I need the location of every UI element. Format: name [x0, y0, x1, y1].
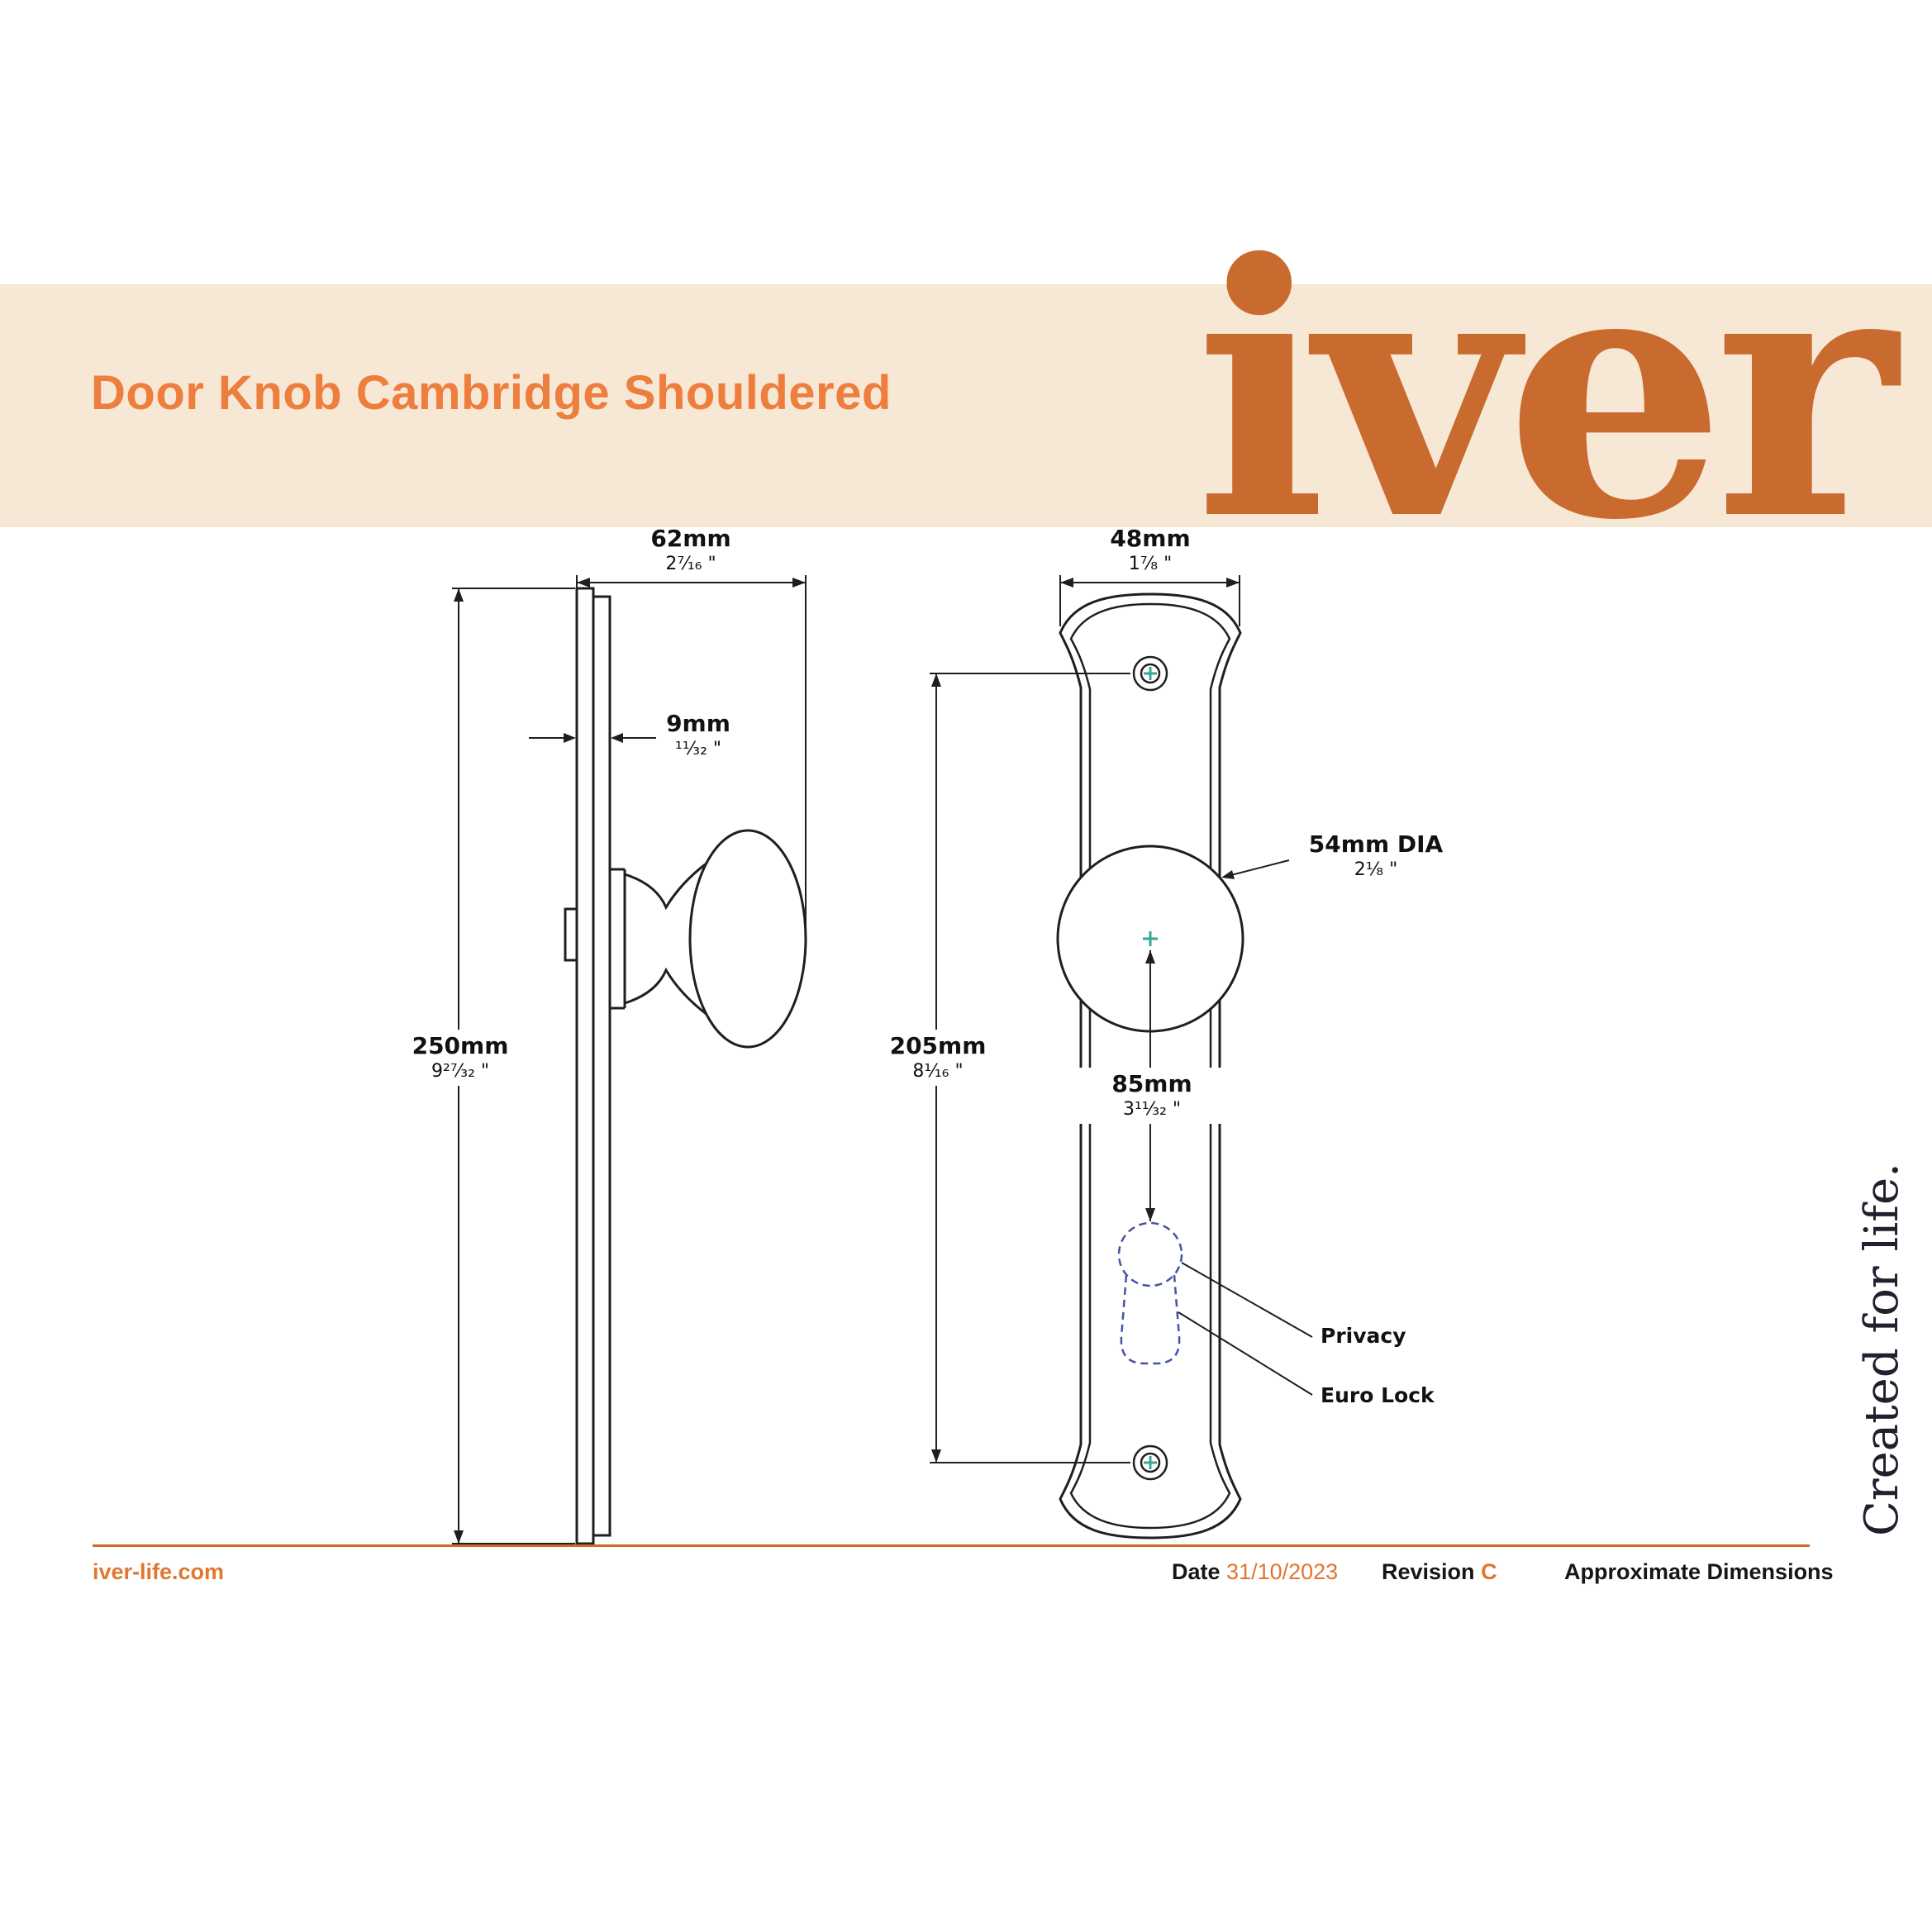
dim-85mm: 85mm 3¹¹⁄₃₂ " [1076, 1068, 1228, 1124]
website-link: iver-life.com [93, 1559, 225, 1584]
side-view-knob [610, 829, 807, 1049]
side-view-backplate [564, 587, 611, 1545]
dim-250mm: 250mm 9²⁷⁄₃₂ " [384, 1030, 536, 1086]
revision-value: C [1481, 1559, 1497, 1584]
header-band [0, 284, 1932, 527]
privacy-label: Privacy [1321, 1324, 1406, 1348]
dim-205mm-imperial: 8¹⁄₁₆ " [912, 1061, 964, 1082]
dim-54mm-metric: 54mm DIA [1308, 830, 1444, 858]
dim-54mm-dia: 54mm DIA 2¹⁄₈ " [1289, 831, 1463, 881]
footer-date: Date 31/10/2023 [1172, 1559, 1338, 1585]
screw-bottom [1132, 1444, 1168, 1481]
dim-9mm: 9mm ¹¹⁄₃₂ " [645, 711, 752, 760]
dim-250mm-metric: 250mm [412, 1032, 509, 1059]
dim-85mm-imperial: 3¹¹⁄₃₂ " [1122, 1099, 1182, 1120]
date-value: 31/10/2023 [1226, 1559, 1339, 1584]
revision-label: Revision [1382, 1559, 1475, 1584]
screw-top [1132, 655, 1168, 692]
dim-9mm-imperial: ¹¹⁄₃₂ " [674, 739, 722, 759]
iver-logo: iver [1194, 189, 1897, 597]
dim-48mm-imperial: 1⁷⁄₈ " [1128, 554, 1173, 574]
keyhole-dashed-outline [1117, 1221, 1183, 1365]
approximate-dimensions-note: Approximate Dimensions [1564, 1559, 1834, 1584]
dim-9mm-metric: 9mm [666, 710, 730, 737]
page-title: Door Knob Cambridge Shouldered [91, 366, 892, 420]
dim-62mm-imperial: 2⁷⁄₁₆ " [665, 554, 716, 574]
date-label: Date [1172, 1559, 1221, 1584]
dim-250mm-imperial: 9²⁷⁄₃₂ " [431, 1061, 490, 1082]
dim-48mm: 48mm 1⁷⁄₈ " [1068, 526, 1233, 575]
dimension-arrowheads [454, 578, 1240, 1544]
tagline-vertical: Created for life. [1855, 1163, 1909, 1536]
footer-rule [93, 1544, 1810, 1547]
footer-revision: Revision C [1382, 1559, 1497, 1585]
front-view-backplate [1059, 592, 1242, 1539]
dim-85mm-metric: 85mm [1111, 1070, 1192, 1097]
euro-lock-label: Euro Lock [1321, 1383, 1435, 1407]
dim-205mm: 205mm 8¹⁄₁₆ " [862, 1030, 1014, 1086]
dim-62mm: 62mm 2⁷⁄₁₆ " [608, 526, 773, 575]
dim-205mm-metric: 205mm [889, 1032, 987, 1059]
dim-54mm-imperial: 2¹⁄₈ " [1354, 859, 1398, 880]
dim-48mm-metric: 48mm [1110, 525, 1191, 552]
dim-62mm-metric: 62mm [650, 525, 731, 552]
teal-centre-marks [1143, 667, 1158, 1469]
